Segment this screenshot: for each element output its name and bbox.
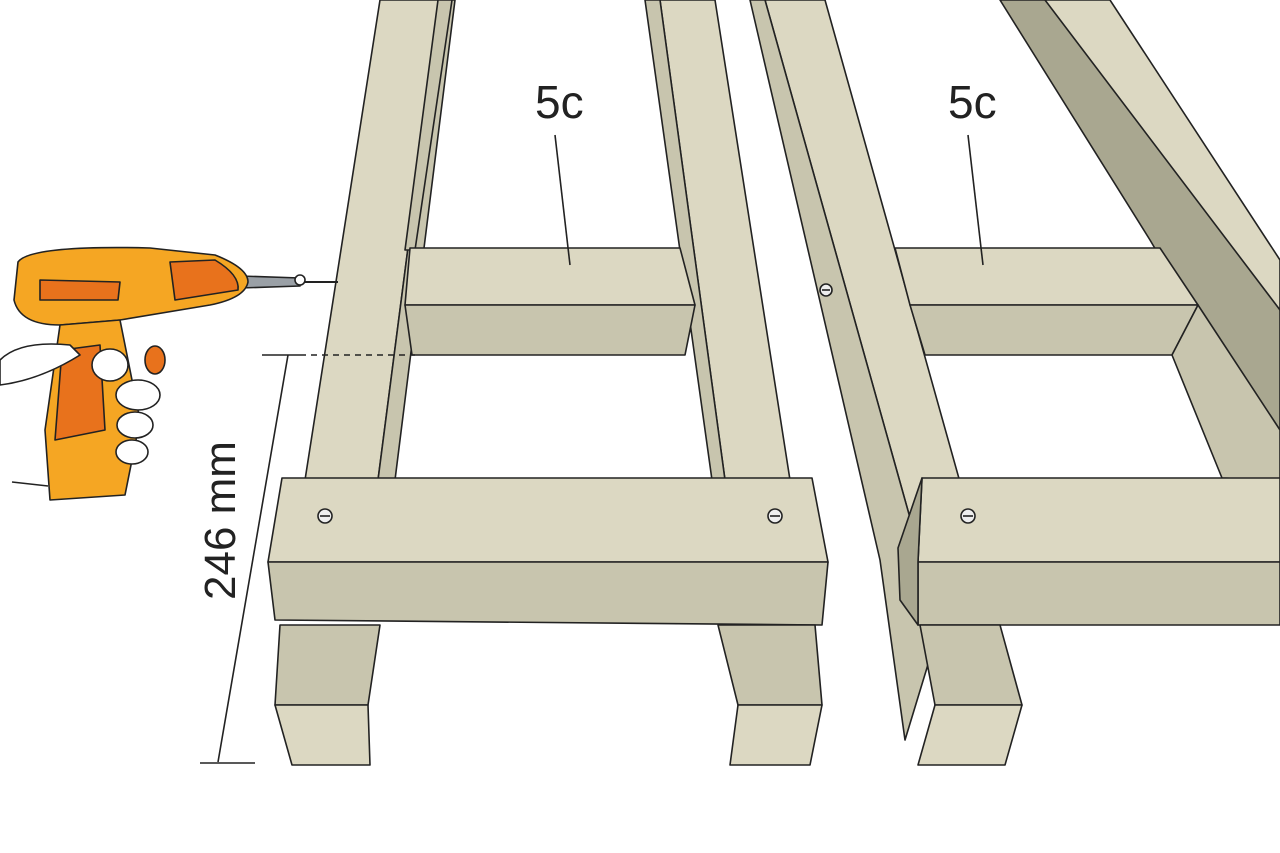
hand-icon	[0, 343, 166, 487]
cordless-drill-icon	[0, 246, 338, 501]
screw-head-icon	[819, 283, 833, 297]
right-crossbar-5c-top	[894, 247, 1199, 306]
right-crossbar-5c-front	[909, 304, 1199, 356]
right-frame-rail-b-top	[1044, 0, 1280, 311]
right-leg-1	[919, 624, 1023, 706]
dimension-label: 246 mm	[196, 441, 245, 600]
leader-line-right	[967, 134, 984, 266]
dimension-marker	[200, 354, 415, 764]
part-label-5c-left: 5c	[535, 76, 584, 128]
left-leg-1	[274, 624, 381, 706]
part-label-5c-right: 5c	[948, 76, 997, 128]
left-front-crossbar-front	[267, 561, 829, 626]
screw-head-icon	[317, 508, 333, 524]
right-frame	[749, 0, 1280, 766]
left-leg-2	[717, 624, 823, 706]
screw-head-icon	[767, 508, 783, 524]
right-frame-rail-a-side	[749, 0, 941, 741]
right-leg-1-front	[917, 704, 1023, 766]
left-front-crossbar-top	[267, 477, 829, 563]
left-frame	[267, 0, 829, 766]
right-front-crossbar-front	[917, 561, 1280, 626]
left-crossbar-5c-front	[404, 304, 696, 356]
left-crossbar-5c-top	[404, 247, 696, 306]
screw-head-icon	[960, 508, 976, 524]
right-front-crossbar-end	[897, 477, 923, 626]
left-leg-1-front	[274, 704, 371, 766]
left-leg-2-front	[729, 704, 823, 766]
leader-line-left	[554, 134, 571, 266]
right-frame-rail-c	[1171, 304, 1280, 481]
